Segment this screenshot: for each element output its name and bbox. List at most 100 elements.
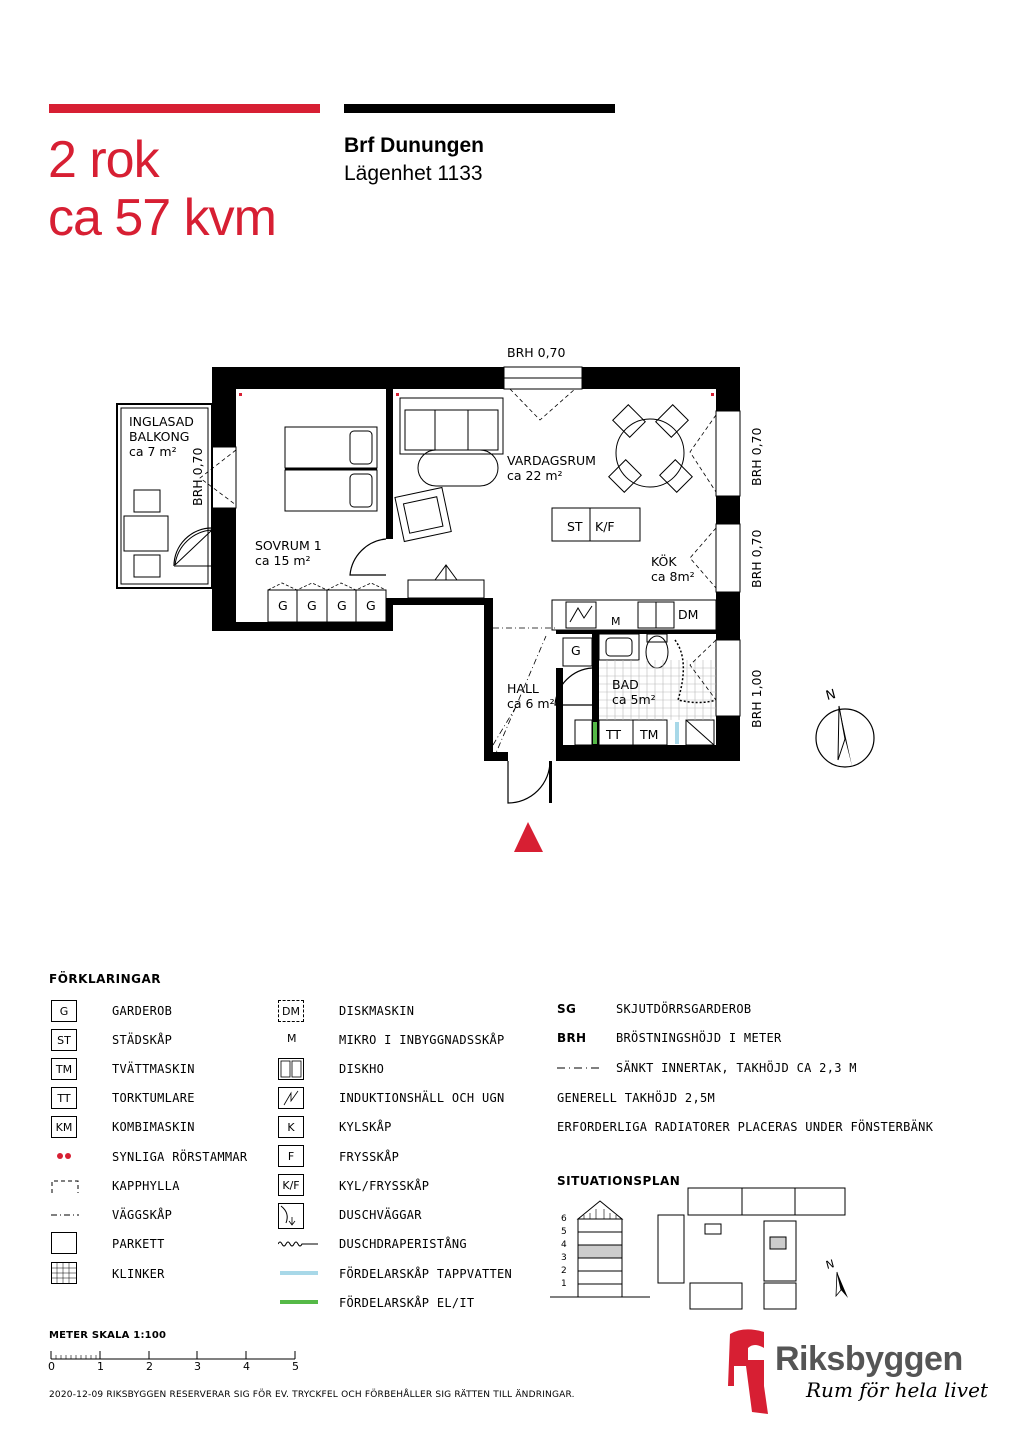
scale-bar xyxy=(50,1351,296,1360)
legend-text-kombimaskin: KOMBIMASKIN xyxy=(112,1120,195,1134)
legend-text-diskho: DISKHO xyxy=(339,1062,385,1076)
brh-right-3-label: BRH 1,00 xyxy=(749,669,764,728)
brand-name: Riksbyggen xyxy=(775,1340,963,1378)
situation-plan-title: SITUATIONSPLAN xyxy=(557,1174,681,1188)
sink-icon xyxy=(278,1058,304,1080)
scale-tick-1: 1 xyxy=(97,1360,104,1373)
scale-tick-4: 4 xyxy=(243,1360,250,1373)
accent-bar xyxy=(49,104,320,113)
scale-tick-3: 3 xyxy=(194,1360,201,1373)
legend-text-stadskap: STÄDSKÅP xyxy=(112,1033,173,1047)
floor-plan xyxy=(116,366,741,852)
legend-text-sg: SKJUTDÖRRSGARDEROB xyxy=(616,1002,752,1016)
legend-sym-torktumlare: TT xyxy=(51,1087,77,1109)
legend-sym-tvattmaskin: TM xyxy=(51,1058,77,1080)
dryer-tag: TT xyxy=(606,727,622,742)
legend-text-kylskap: KYLSKÅP xyxy=(339,1120,392,1134)
microwave-tag: M xyxy=(611,615,621,628)
brh-top-label: BRH 0,70 xyxy=(507,345,566,360)
brh-right-1-label: BRH 0,70 xyxy=(749,427,764,486)
brh-balcony-label: BRH 0,70 xyxy=(190,447,205,506)
hall-wardrobe-tag: G xyxy=(571,643,581,658)
legend-sym-kylfrys: K/F xyxy=(278,1174,304,1196)
dash-dot-ceiling-icon xyxy=(557,1067,599,1069)
legend-text-frysskap: FRYSSKÅP xyxy=(339,1150,400,1164)
situation-north-arrow-icon xyxy=(835,1271,848,1298)
note-radiatorer: ERFORDERLIGA RADIATORER PLACERAS UNDER F… xyxy=(557,1120,934,1134)
light-blue-line-icon xyxy=(280,1271,318,1275)
situation-plan-drawing xyxy=(550,1187,846,1310)
legend-text-elit: FÖRDELARSKÅP EL/IT xyxy=(339,1296,475,1310)
legend-text-vaggskap: VÄGGSKÅP xyxy=(112,1208,173,1222)
brand-tagline: Rum för hela livet xyxy=(806,1378,988,1402)
legend-text-mikro: MIKRO I INBYGGNADSSKÅP xyxy=(339,1033,505,1047)
legend-text-diskmaskin: DISKMASKIN xyxy=(339,1004,415,1018)
legend-text-induktion: INDUKTIONSHÄLL OCH UGN xyxy=(339,1091,505,1105)
headline-room-count: 2 rok xyxy=(48,131,160,189)
legend-sym-garderob: G xyxy=(51,1000,77,1022)
floor-number: 4 xyxy=(561,1240,567,1250)
legend-text-tappvatten: FÖRDELARSKÅP TAPPVATTEN xyxy=(339,1267,513,1281)
legend-text-kapphylla: KAPPHYLLA xyxy=(112,1179,180,1193)
legend-sym-kylskap: K xyxy=(278,1116,304,1138)
north-arrow-icon xyxy=(815,705,875,768)
legend-text-draperistang: DUSCHDRAPERISTÅNG xyxy=(339,1237,467,1251)
headline-area: ca 57 kvm xyxy=(48,189,277,247)
legend-text-torktumlare: TORKTUMLARE xyxy=(112,1091,195,1105)
green-line-icon xyxy=(280,1300,318,1304)
legend-text-sankt-innertak: SÄNKT INNERTAK, TAKHÖJD CA 2,3 M xyxy=(616,1061,857,1075)
floor-number: 6 xyxy=(561,1214,567,1224)
legend-text-parkett: PARKETT xyxy=(112,1237,165,1251)
parquet-icon xyxy=(51,1232,77,1254)
scale-tick-0: 0 xyxy=(48,1360,55,1373)
legend-text-duschvaggar: DUSCHVÄGGAR xyxy=(339,1208,422,1222)
project-name: Brf Dunungen xyxy=(344,134,484,157)
scale-tick-2: 2 xyxy=(146,1360,153,1373)
induction-hob-icon xyxy=(278,1087,304,1109)
curtain-rail-icon xyxy=(278,1241,318,1247)
legend-sym-diskmaskin: DM xyxy=(278,1000,304,1022)
dash-dot-line-icon xyxy=(51,1214,79,1216)
legend-text-kylfrys: KYL/FRYSSKÅP xyxy=(339,1179,430,1193)
wardrobe-tag-2: G xyxy=(307,598,317,613)
fridge-freezer-tag: K/F xyxy=(595,519,615,534)
legend-text-brh: BRÖSTNINGSHÖJD I METER xyxy=(616,1031,782,1045)
tile-grid-icon xyxy=(51,1262,77,1284)
wardrobe-tag-1: G xyxy=(278,598,288,613)
legend-text-garderob: GARDEROB xyxy=(112,1004,173,1018)
legend-sym-kombimaskin: KM xyxy=(51,1116,77,1138)
note-takhojd: GENERELL TAKHÖJD 2,5M xyxy=(557,1091,716,1105)
scale-tick-5: 5 xyxy=(292,1360,299,1373)
disclaimer-text: 2020-12-09 RIKSBYGGEN RESERVERAR SIG FÖR… xyxy=(49,1390,575,1400)
dashed-shelf-icon xyxy=(51,1180,79,1193)
legend-sym-brh: BRH xyxy=(557,1031,587,1045)
dishwasher-tag: DM xyxy=(678,607,699,622)
legend-sym-stadskap: ST xyxy=(51,1029,77,1051)
legend-sym-mikro: M xyxy=(287,1032,297,1045)
legend-title: FÖRKLARINGAR xyxy=(49,972,161,986)
shower-wall-icon xyxy=(278,1203,304,1229)
apartment-id: Lägenhet 1133 xyxy=(344,162,483,185)
floor-number: 2 xyxy=(561,1266,567,1276)
legend-text-klinker: KLINKER xyxy=(112,1267,165,1281)
floor-number: 5 xyxy=(561,1227,567,1237)
washer-tag: TM xyxy=(640,727,659,742)
floor-number: 3 xyxy=(561,1253,567,1263)
red-dots-icon xyxy=(57,1153,63,1159)
wardrobe-tag-4: G xyxy=(366,598,376,613)
legend-sym-sg: SG xyxy=(557,1002,577,1016)
legend-text-rorstammar: SYNLIGA RÖRSTAMMAR xyxy=(112,1150,248,1164)
legend-text-tvattmaskin: TVÄTTMASKIN xyxy=(112,1062,195,1076)
dark-bar xyxy=(344,104,615,113)
floor-number: 1 xyxy=(561,1279,567,1289)
legend-sym-frysskap: F xyxy=(278,1145,304,1167)
wardrobe-tag-3: G xyxy=(337,598,347,613)
scale-label: METER SKALA 1:100 xyxy=(49,1330,167,1341)
cleaning-cabinet-tag: ST xyxy=(567,519,583,534)
